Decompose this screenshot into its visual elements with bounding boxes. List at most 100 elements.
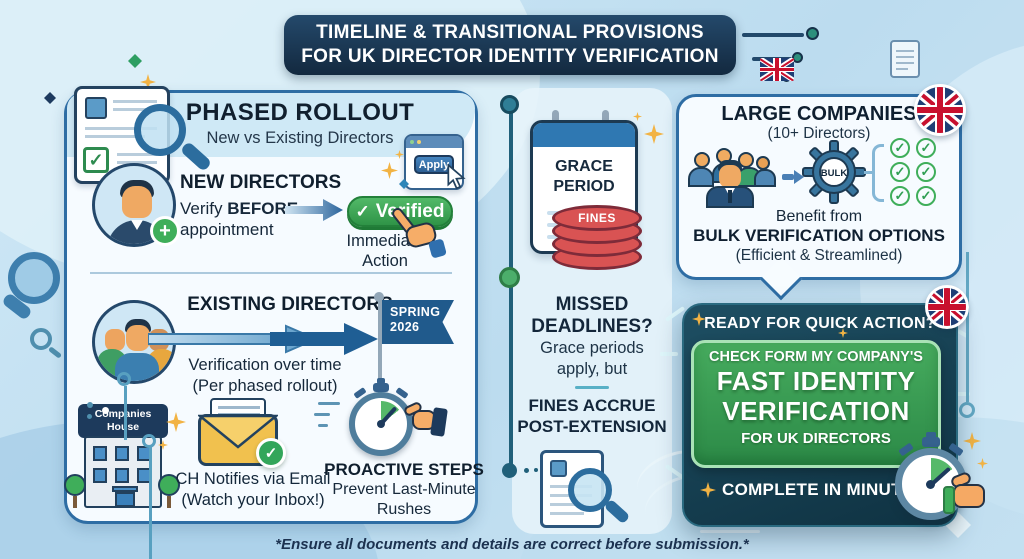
fines-coin-top: FINES <box>552 205 642 231</box>
flag-pole <box>378 298 382 404</box>
spring-2026-flag: SPRING 2026 <box>382 300 454 344</box>
flag-pole-top <box>374 292 384 302</box>
grace-line-1: GRACE <box>555 158 613 175</box>
tree-trunk <box>167 496 171 508</box>
tree-icon <box>64 474 86 496</box>
sparkle <box>158 440 168 450</box>
fines-coin-stack: FINES <box>552 204 648 274</box>
cta-line-4: FOR UK DIRECTORS <box>741 429 891 447</box>
motion-line <box>318 402 340 405</box>
timeline-node-top <box>500 95 519 114</box>
check-icon: ✓ <box>916 186 936 206</box>
timeline-node-bottom <box>502 463 517 478</box>
plus-badge: + <box>150 216 180 246</box>
arrow-right-icon <box>782 174 794 180</box>
branch-stub <box>864 171 872 174</box>
timeline-node-mid <box>499 267 520 288</box>
envelope-flap-icon <box>198 414 278 449</box>
motion-line <box>318 424 328 427</box>
arrow-right-icon <box>285 199 343 221</box>
missed-sub-line-1: Grace periods <box>540 338 644 357</box>
magnifier-icon <box>134 104 186 156</box>
missed-bold-line-1: FINES ACCRUE <box>528 395 656 415</box>
disclaimer-text: *Ensure all documents and details are co… <box>275 535 749 553</box>
branch-bracket <box>872 144 884 202</box>
check-icon: ✓ <box>890 162 910 182</box>
circuit-node <box>117 372 131 386</box>
cta-glow <box>700 530 760 533</box>
magnifier-icon <box>8 252 60 304</box>
apply-button[interactable]: Apply <box>414 155 454 174</box>
check-badge-icon: ✓ <box>256 438 286 468</box>
missed-divider <box>575 386 609 389</box>
caption-line-2: (Per phased rollout) <box>192 377 338 395</box>
circuit-line <box>966 252 969 402</box>
proactive-title: PROACTIVE STEPS <box>324 460 484 479</box>
missed-deadlines-title: MISSED DEADLINES? <box>531 294 653 337</box>
check-icon: ✓ <box>890 138 910 158</box>
sparkle <box>399 179 409 189</box>
cta-line-3: VERIFICATION <box>722 395 910 426</box>
cta-line-1: CHECK FORM MY COMPANY'S <box>709 349 923 365</box>
cta-glow <box>954 392 970 396</box>
sign-line-2: House <box>106 421 140 433</box>
document-icon <box>890 40 920 78</box>
checkbox-icon: ✓ <box>83 147 109 173</box>
timeline-arrow-icon <box>148 323 378 355</box>
caption-line-1: Verification over time <box>188 356 342 375</box>
motion-line <box>314 413 330 416</box>
timeline-dot <box>534 468 538 472</box>
bulk-gear-icon: BULK <box>802 140 866 204</box>
check-icon: ✓ <box>355 201 370 221</box>
missed-deadlines-sub: Grace periods apply, but <box>512 338 672 380</box>
circuit-dot <box>87 402 93 408</box>
uk-flag-icon <box>760 58 794 81</box>
sparkle <box>838 328 848 338</box>
fines-label: FINES <box>578 211 616 225</box>
sparkle <box>633 112 642 121</box>
benefit-line-2: BULK VERIFICATION OPTIONS <box>693 226 945 245</box>
large-companies-title: LARGE COMPANIES <box>721 102 917 125</box>
stopwatch-thumbs-up-icon <box>893 432 1003 536</box>
cursor-icon <box>447 164 466 190</box>
grab-hand-icon <box>402 398 452 446</box>
check-icon: ✓ <box>916 138 936 158</box>
timeline-dot <box>524 468 529 473</box>
new-directors-title: NEW DIRECTORS <box>180 172 342 193</box>
ch-line-2: (Watch your Inbox!) <box>181 491 325 509</box>
verified-label: Verified <box>375 200 445 222</box>
circuit-line <box>149 446 152 559</box>
tree-icon <box>158 474 180 496</box>
circuit-line <box>742 33 804 37</box>
flag-line-2: 2026 <box>390 320 420 334</box>
verify-line2: appointment <box>180 220 274 240</box>
flag-line-1: SPRING <box>390 305 441 319</box>
cta-ready-title: READY FOR QUICK ACTION? <box>704 315 936 332</box>
check-icon: ✓ <box>916 162 936 182</box>
ch-line-1: CH Notifies via Email <box>175 470 331 489</box>
grace-line-2: PERIOD <box>553 178 615 195</box>
people-group-icon <box>688 148 776 208</box>
circuit-line <box>124 386 127 440</box>
title-line-1: TIMELINE & TRANSITIONAL PROVISIONS <box>316 22 704 44</box>
section-divider <box>90 272 452 274</box>
circuit-node <box>142 434 156 448</box>
tree-trunk <box>73 496 77 508</box>
missed-bold-line-2: POST-EXTENSION <box>517 417 667 436</box>
title-line-2: FOR UK DIRECTOR IDENTITY VERIFICATION <box>301 46 719 67</box>
circuit-node <box>959 402 975 418</box>
sparkle <box>44 92 56 104</box>
stopwatch-icon <box>346 378 422 464</box>
sparkle <box>977 458 988 469</box>
uk-flag-badge <box>914 84 966 136</box>
cta-complete-label: COMPLETE IN MINUTES <box>722 480 926 499</box>
cta-green-card[interactable] <box>691 340 941 468</box>
missed-deadlines-bold: FINES ACCRUE POST-EXTENSION <box>512 394 672 438</box>
circuit-dot <box>102 407 109 414</box>
sparkle <box>128 54 142 68</box>
magnifier-outline-icon <box>30 328 52 350</box>
verification-checklist: ✓ ✓ ✓ ✓ ✓ ✓ <box>890 138 936 206</box>
proactive-caption: Prevent Last-Minute Rushes <box>332 481 476 518</box>
existing-directors-caption: Verification over time (Per phased rollo… <box>150 354 380 398</box>
